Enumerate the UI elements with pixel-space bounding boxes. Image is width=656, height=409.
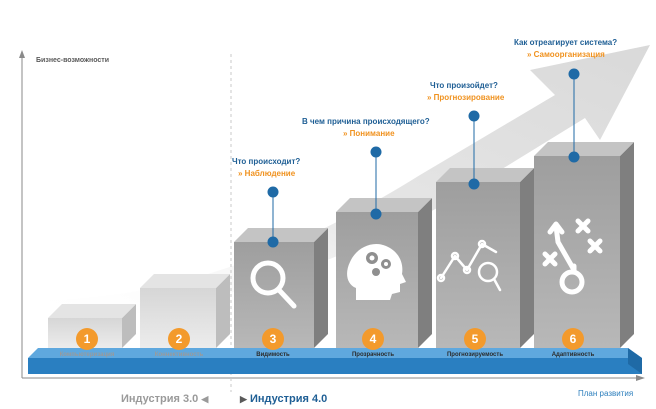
platform-side <box>628 348 642 374</box>
pillar-front-2 <box>140 288 216 348</box>
step-label-5: Прогнозируемость <box>446 352 504 358</box>
step-number-5: 5 <box>464 328 486 350</box>
step-number-2: 2 <box>168 328 190 350</box>
chevron-left-icon: ◀ <box>201 394 209 404</box>
step-label-3: Видимость <box>256 352 290 358</box>
connector-dot-6-bottom <box>568 151 580 163</box>
y-axis-arrowhead <box>19 50 25 58</box>
connector-dot-4-top <box>370 146 382 158</box>
connector-dot-3-top <box>267 186 279 198</box>
step-label-1: Компьютеризация <box>59 352 115 358</box>
pillar-top-6 <box>534 142 634 156</box>
strategy-play-icon <box>542 218 603 295</box>
pillar-top-5 <box>436 168 534 182</box>
pillar-top-4 <box>336 198 432 212</box>
connector-dot-5-bottom <box>468 178 480 190</box>
pillar-side-3 <box>314 228 328 348</box>
step-label-6: Адаптивность <box>551 352 595 358</box>
pillar-top-1 <box>48 304 136 318</box>
step-question-6: Как отреагирует система? <box>514 38 618 47</box>
y-axis-label: Бизнес-возможности <box>36 57 110 64</box>
platform-front <box>28 358 642 374</box>
pillar-side-6 <box>620 142 634 348</box>
step-answer-5: » Прогнозирование <box>427 93 505 102</box>
pillar-side-4 <box>418 198 432 348</box>
pillar-side-2 <box>216 274 230 348</box>
step-question-4: В чем причина происходящего? <box>302 117 430 126</box>
growth-arrow <box>40 45 650 322</box>
pillar-front-6 <box>534 156 620 348</box>
step-answer-6: » Самоорганизация <box>527 50 605 59</box>
pillar-top-3 <box>234 228 328 242</box>
step-question-5: Что произойдет? <box>430 81 498 90</box>
trend-chart-icon <box>436 239 502 292</box>
era-right-label: ▶ Индустрия 4.0 <box>240 393 328 405</box>
connector-dot-5-top <box>468 110 480 122</box>
connector-dot-6-top <box>568 68 580 80</box>
era-left-label: Индустрия 3.0 ◀ <box>121 393 209 405</box>
pillar-side-5 <box>520 168 534 348</box>
step-label-2: Коннективность <box>154 352 204 358</box>
magnifier-icon <box>250 260 297 309</box>
x-axis-label: План развития <box>578 389 634 398</box>
connector-dot-4-bottom <box>370 208 382 220</box>
chevron-right-icon: ▶ <box>240 394 247 404</box>
step-answer-4: » Понимание <box>343 129 395 138</box>
step-answer-3: » Наблюдение <box>238 169 296 178</box>
platform-top <box>28 348 642 358</box>
connector-dot-3-bottom <box>267 236 279 248</box>
step-question-3: Что происходит? <box>232 157 301 166</box>
x-axis-arrowhead <box>636 375 645 381</box>
pillar-side-1 <box>122 304 136 348</box>
step-number-6: 6 <box>562 328 584 350</box>
pillar-top-2 <box>140 274 230 288</box>
step-number-4: 4 <box>362 328 384 350</box>
step-number-3: 3 <box>262 328 284 350</box>
step-number-1: 1 <box>76 328 98 350</box>
head-gears-icon <box>347 243 406 300</box>
pillar-front-5 <box>436 182 520 348</box>
step-label-4: Прозрачность <box>351 352 395 358</box>
